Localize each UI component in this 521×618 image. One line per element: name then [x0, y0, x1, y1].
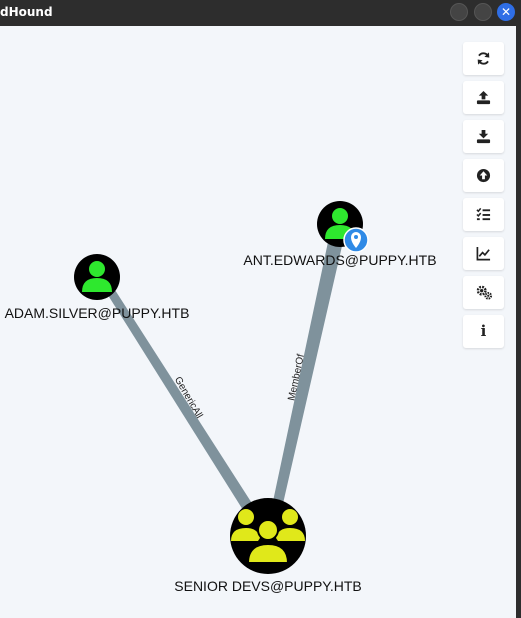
close-button[interactable]: ✕ — [497, 3, 515, 21]
node-ant-edwards[interactable]: ANT.EDWARDS@PUPPY.HTB — [243, 201, 437, 268]
node-label: ADAM.SILVER@PUPPY.HTB — [5, 305, 190, 321]
window-title: dHound — [0, 5, 53, 19]
edge-genericall[interactable]: GenericAll — [106, 290, 255, 510]
upload-icon — [476, 90, 491, 105]
upload-button[interactable] — [463, 81, 504, 114]
info-button[interactable]: i — [463, 315, 504, 348]
refresh-button[interactable] — [463, 42, 504, 75]
node-senior-devs[interactable]: SENIOR DEVS@PUPPY.HTB — [174, 498, 362, 594]
edge-line — [272, 242, 342, 508]
gears-icon — [476, 285, 493, 300]
title-bar: dHound ✕ — [0, 0, 521, 26]
download-button[interactable] — [463, 120, 504, 153]
owned-marker-icon — [343, 227, 369, 253]
minimize-button[interactable] — [450, 3, 468, 21]
node-adam-silver[interactable]: ADAM.SILVER@PUPPY.HTB — [5, 254, 190, 321]
info-icon: i — [480, 322, 487, 340]
edge-line — [106, 290, 255, 510]
window-border — [516, 26, 521, 618]
group-icon — [231, 509, 305, 564]
chart-button[interactable] — [463, 237, 504, 270]
download-icon — [476, 129, 491, 144]
edge-memberof[interactable]: MemberOf — [272, 242, 342, 508]
checklist-icon — [476, 207, 491, 221]
upload-circle-button[interactable] — [463, 159, 504, 192]
close-icon: ✕ — [500, 5, 512, 19]
upload-circle-icon — [476, 168, 491, 183]
user-icon — [82, 261, 112, 292]
refresh-icon — [477, 52, 490, 65]
node-label: ANT.EDWARDS@PUPPY.HTB — [243, 252, 436, 268]
chart-icon — [476, 246, 491, 261]
maximize-button[interactable] — [474, 3, 492, 21]
checklist-button[interactable] — [463, 198, 504, 231]
graph-canvas[interactable]: GenericAll MemberOf ADAM.SILVER@PUPPY.HT… — [0, 26, 516, 618]
settings-button[interactable] — [463, 276, 504, 309]
node-label: SENIOR DEVS@PUPPY.HTB — [174, 578, 361, 594]
